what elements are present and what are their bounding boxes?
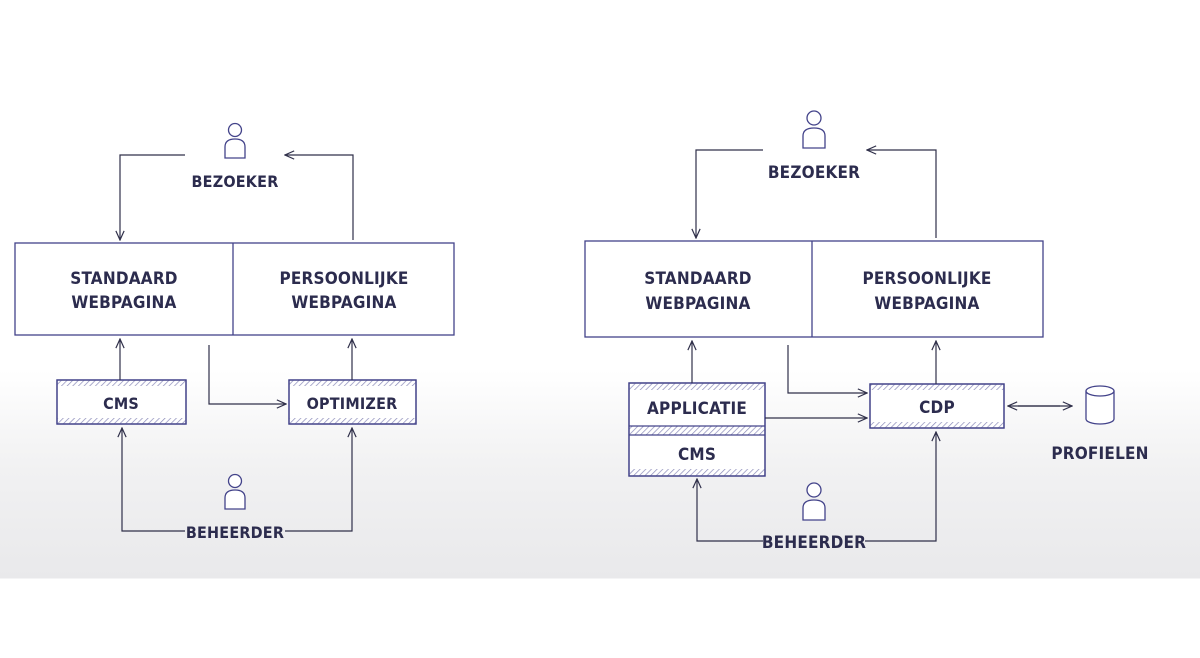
right-admin-label: BEHEERDER — [762, 533, 866, 553]
left-arrow-visitor-to-standard — [120, 154, 185, 240]
left-personal-page-line2: WEBPAGINA — [291, 293, 396, 313]
right-arrow-admin-to-cms — [697, 479, 763, 542]
right-arrow-visitor-to-standard — [696, 149, 763, 238]
left-arrow-standard-to-optimizer — [208, 345, 286, 404]
right-admin-person-icon — [802, 482, 826, 521]
left-personal-page-line1: PERSOONLIJKE — [279, 269, 408, 289]
right-cdp-label: CDP — [919, 398, 955, 418]
right-standard-page-line1: STANDAARD — [644, 269, 751, 289]
left-standard-page-line2: WEBPAGINA — [71, 293, 176, 313]
left-cms-box — [56, 379, 187, 425]
right-profiles-label: PROFIELEN — [1051, 444, 1148, 464]
left-arrow-admin-to-optimizer — [285, 428, 352, 532]
left-admin-label: BEHEERDER — [186, 523, 284, 542]
right-cdp-box — [869, 383, 1005, 429]
left-visitor-label: BEZOEKER — [192, 172, 279, 191]
right-personal-page-line1: PERSOONLIJKE — [862, 269, 991, 289]
left-visitor-person-icon — [224, 122, 246, 159]
left-diagram: BEZOEKER STANDAARD WEBPAGINA PERSOONLIJK… — [14, 122, 455, 542]
right-personal-page-line2: WEBPAGINA — [874, 294, 979, 314]
left-pages-box — [14, 242, 455, 336]
left-optimizer-label: OPTIMIZER — [307, 394, 398, 413]
right-visitor-person-icon — [802, 110, 826, 149]
left-arrow-personal-to-visitor — [285, 155, 354, 240]
right-pages-box — [584, 240, 1044, 338]
right-diagram: BEZOEKER STANDAARD WEBPAGINA PERSOONLIJK… — [584, 110, 1148, 553]
right-application-label: APPLICATIE — [647, 399, 747, 419]
left-cms-label: CMS — [103, 394, 139, 413]
right-arrow-personal-to-visitor — [867, 150, 937, 238]
right-arrow-admin-to-cdp — [865, 432, 936, 542]
right-arrow-standard-to-cdp — [787, 345, 867, 393]
left-standard-page-line1: STANDAARD — [70, 269, 177, 289]
right-application-cms-box — [628, 382, 766, 477]
right-visitor-label: BEZOEKER — [768, 163, 860, 183]
database-icon — [1085, 385, 1115, 425]
right-standard-page-line2: WEBPAGINA — [645, 294, 750, 314]
left-admin-person-icon — [224, 473, 246, 510]
left-arrow-admin-to-cms — [122, 428, 185, 532]
right-cms-label: CMS — [678, 445, 716, 465]
